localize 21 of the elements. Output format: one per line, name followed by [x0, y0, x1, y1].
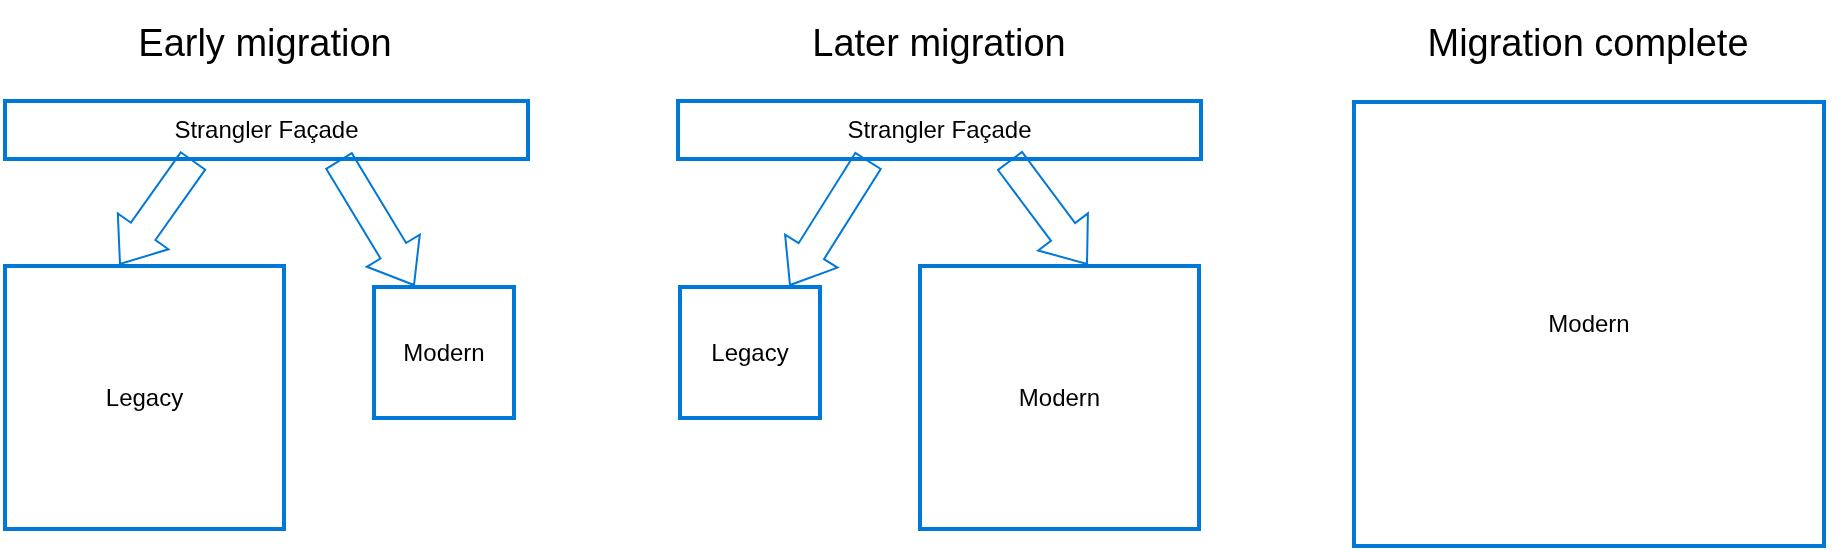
column-heading: Early migration — [138, 21, 392, 66]
system-box — [372, 285, 516, 420]
column-heading: Migration complete — [1427, 21, 1749, 66]
system-box — [3, 264, 286, 531]
box-label: Strangler Façade — [174, 115, 359, 145]
box-label: Modern — [403, 337, 485, 368]
box-label: Legacy — [711, 337, 789, 368]
box-label: Strangler Façade — [847, 115, 1032, 145]
block-arrow — [324, 151, 422, 287]
box-label: Modern — [1548, 309, 1630, 339]
column-heading: Later migration — [812, 21, 1066, 66]
system-box — [678, 285, 822, 420]
box-label: Legacy — [105, 382, 184, 413]
box-label: Modern — [1018, 382, 1101, 413]
facade-box — [676, 99, 1203, 161]
system-box — [918, 264, 1201, 531]
facade-box — [3, 99, 530, 161]
block-arrow — [116, 150, 207, 266]
block-arrow — [783, 151, 883, 287]
system-box — [1352, 100, 1826, 548]
block-arrow — [996, 150, 1089, 266]
